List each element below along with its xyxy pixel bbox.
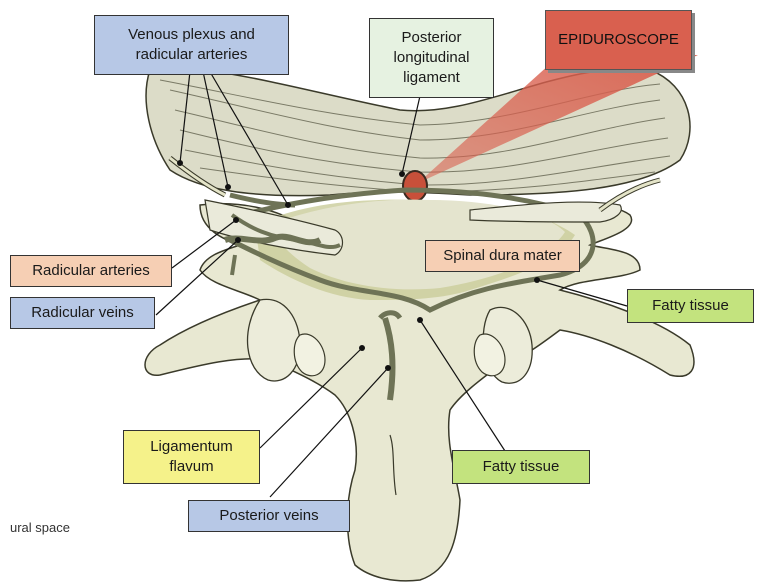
- label-fatty-tissue-bottom: Fatty tissue: [452, 450, 590, 484]
- label-radicular-arteries: Radicular arteries: [10, 255, 172, 287]
- label-ligamentum-flavum: Ligamentum flavum: [123, 430, 260, 484]
- label-posterior-longitudinal-ligament: Posterior longitudinal ligament: [369, 18, 494, 98]
- caption-fragment: ural space: [10, 520, 70, 535]
- label-spinal-dura-mater: Spinal dura mater: [425, 240, 580, 272]
- label-radicular-veins: Radicular veins: [10, 297, 155, 329]
- epiduroscope-tip: [403, 171, 427, 201]
- label-posterior-veins: Posterior veins: [188, 500, 350, 532]
- label-fatty-tissue-right: Fatty tissue: [627, 289, 754, 323]
- label-venous-plexus: Venous plexus and radicular arteries: [94, 15, 289, 75]
- label-epiduroscope: EPIDUROSCOPE: [545, 10, 692, 70]
